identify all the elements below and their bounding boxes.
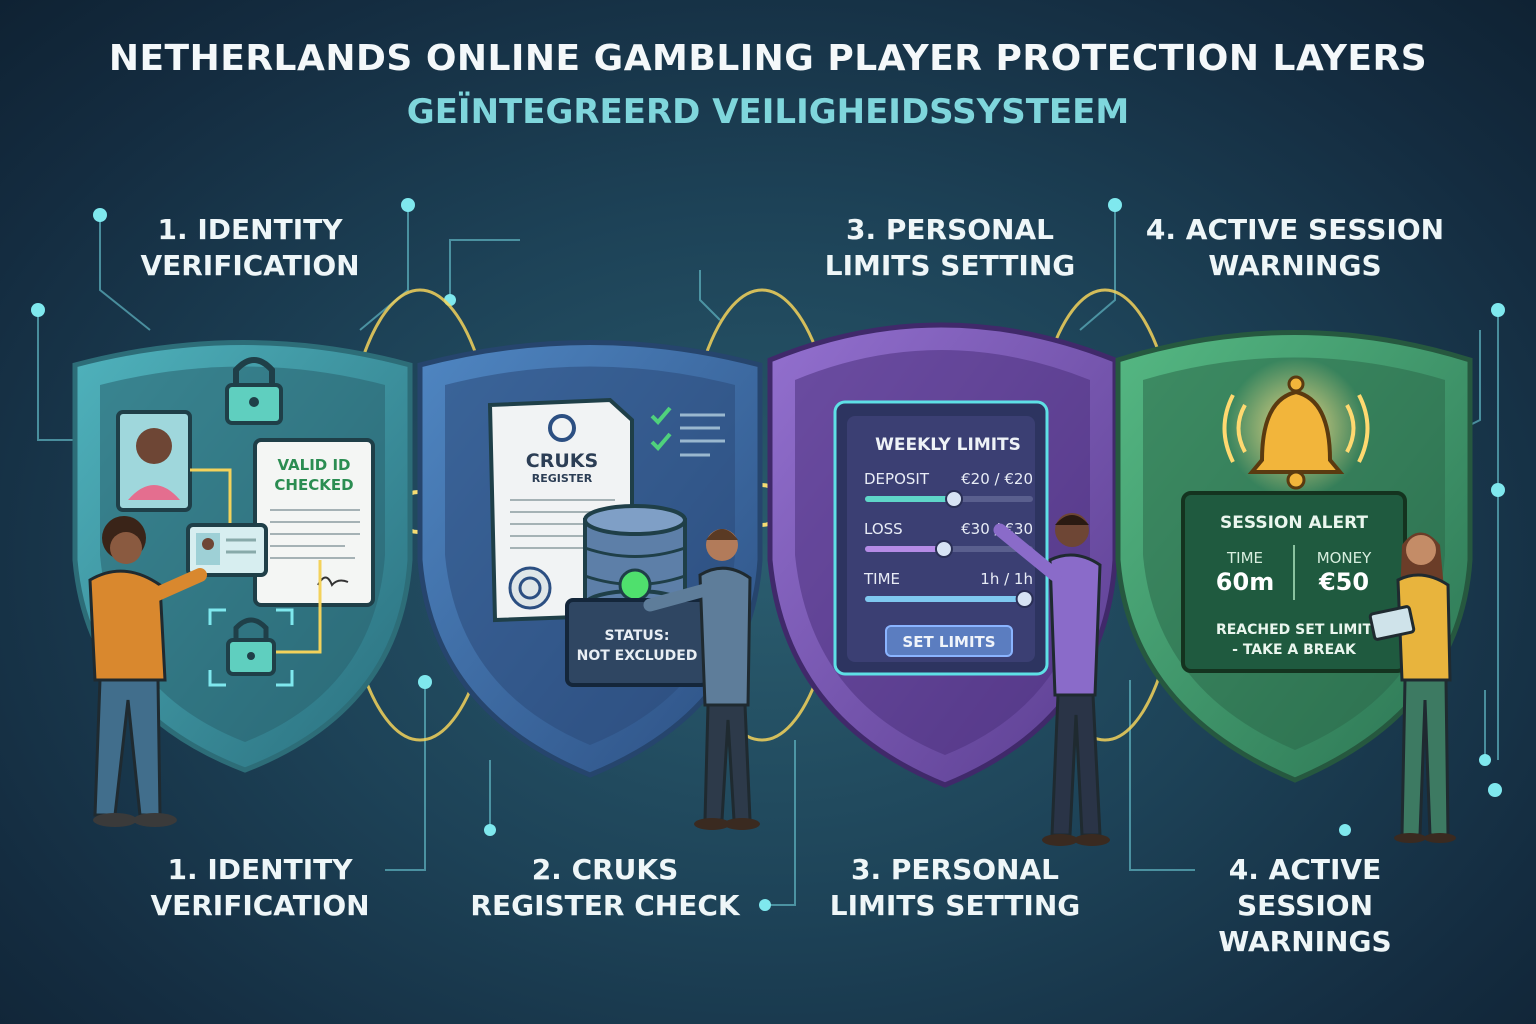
set-limits-label: SET LIMITS [902, 633, 995, 651]
slider-handle[interactable] [934, 540, 953, 558]
bottom-label-warnings: 4. ACTIVE SESSION WARNINGS [1218, 853, 1392, 958]
circuit-nodes [31, 198, 1505, 911]
top-label-limits: 3. PERSONAL LIMITS SETTING [824, 213, 1076, 282]
shield-identity-verification: VALID ID CHECKED [72, 340, 413, 827]
money-label: MONEY [1317, 549, 1372, 567]
person-tablet-icon [1368, 532, 1456, 843]
cruks-subtitle: REGISTER [532, 472, 593, 485]
limit-row-3: TIME 1h / 1h [863, 570, 1034, 608]
shield-cruks-check: CRUKS REGISTER [417, 340, 763, 830]
set-limits-button[interactable]: SET LIMITS [885, 625, 1013, 657]
limit-label: DEPOSIT [864, 470, 930, 488]
limit-value: 1h / 1h [980, 570, 1033, 588]
slider-handle[interactable] [945, 490, 964, 508]
slider-fill [865, 546, 944, 552]
limit-value: €20 / €20 [961, 470, 1033, 488]
top-label-warnings: 4. ACTIVE SESSION WARNINGS [1145, 213, 1445, 282]
slider-fill [865, 496, 955, 502]
status-value: NOT EXCLUDED [577, 648, 698, 664]
limit-row-1: DEPOSIT €20 / €20 [864, 470, 1033, 508]
bottom-label-limits: 3. PERSONAL LIMITS SETTING [829, 853, 1081, 922]
bottom-label-identity: 1. IDENTITY VERIFICATION [150, 853, 370, 922]
page-title: NETHERLANDS ONLINE GAMBLING PLAYER PROTE… [108, 38, 1428, 79]
id-card-icon [186, 523, 268, 577]
time-value: 60m [1216, 568, 1274, 596]
status-panel: STATUS: NOT EXCLUDED [565, 598, 709, 687]
limit-label: LOSS [864, 520, 903, 538]
session-alert-title: SESSION ALERT [1220, 513, 1368, 533]
lock-icon-secondary [208, 608, 294, 687]
cruks-title: CRUKS [526, 450, 598, 472]
bell-icon [1222, 358, 1370, 498]
person-setting-limits-icon [993, 513, 1110, 846]
valid-id-text: VALID ID [277, 456, 350, 474]
slider-fill [865, 596, 1025, 602]
lock-icon [225, 357, 283, 425]
limit-label: TIME [863, 570, 900, 588]
circuit-lines [37, 205, 1499, 906]
person-operator-icon [643, 529, 760, 830]
time-label: TIME [1226, 549, 1263, 567]
top-label-identity: 1. IDENTITY VERIFICATION [140, 213, 360, 282]
weekly-limits-title: WEEKLY LIMITS [875, 435, 1021, 455]
valid-id-document: VALID ID CHECKED [253, 438, 375, 607]
alert-message-line-1: REACHED SET LIMIT [1216, 622, 1373, 638]
money-value: €50 [1318, 568, 1369, 596]
person-user-icon [88, 516, 207, 827]
slider-handle[interactable] [1015, 590, 1034, 608]
checked-text: CHECKED [274, 476, 353, 494]
alert-message-line-2: - TAKE A BREAK [1232, 642, 1357, 658]
status-label: STATUS: [605, 628, 670, 644]
checklist-icon [650, 406, 725, 457]
avatar-photo-icon [116, 410, 192, 512]
bottom-label-cruks: 2. CRUKS REGISTER CHECK [470, 853, 740, 922]
shield-session-warnings: SESSION ALERT TIME 60m MONEY €50 REACHED… [1115, 330, 1473, 843]
session-alert-panel: SESSION ALERT TIME 60m MONEY €50 REACHED… [1181, 491, 1407, 673]
page-subtitle: GEÏNTEGREERD VEILIGHEIDSSYSTEEM [406, 92, 1130, 132]
